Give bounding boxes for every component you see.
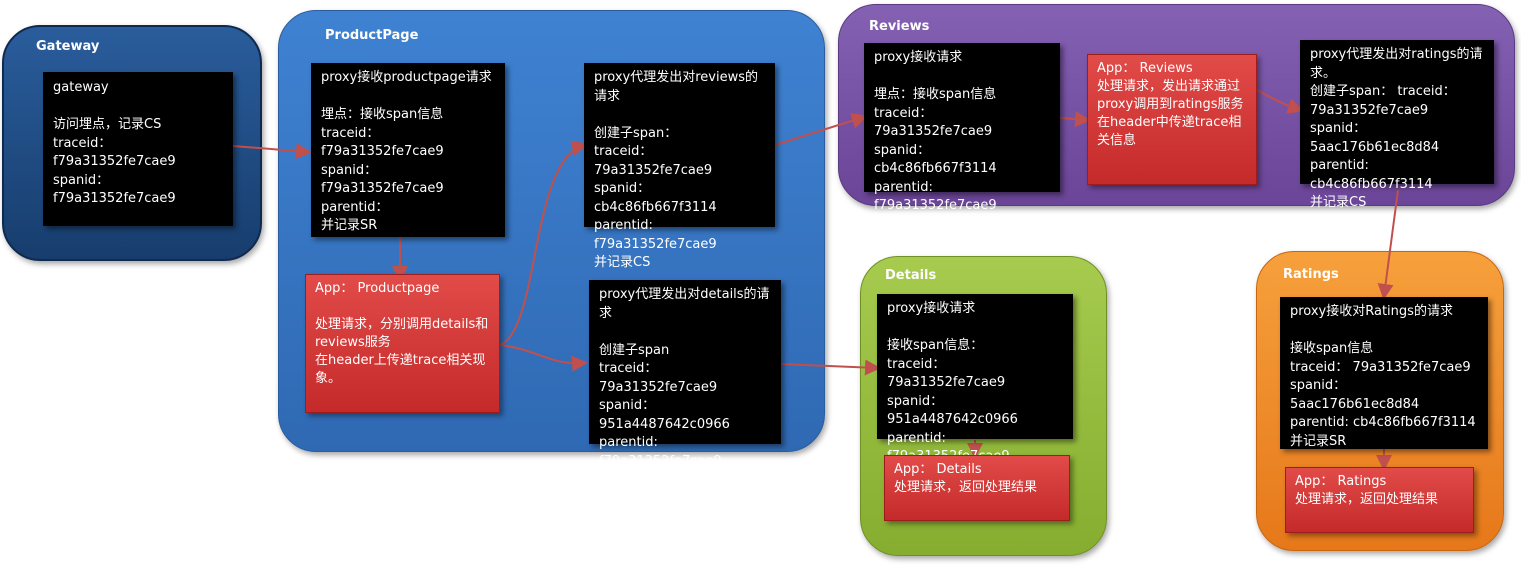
gateway-panel-title: Gateway — [36, 39, 100, 54]
ratings-app-box: App： Ratings 处理请求，返回处理结果 — [1285, 467, 1474, 533]
reviews-app-box: App： Reviews 处理请求，发出请求通过proxy调用到ratings服… — [1087, 54, 1257, 185]
details-app-box: App： Details 处理请求，返回处理结果 — [884, 455, 1070, 521]
details-panel-title: Details — [885, 268, 937, 283]
gateway-box: gateway 访问埋点，记录CS traceid：f79a31352fe7ca… — [43, 72, 233, 226]
productpage-proxy-reviews-box: proxy代理发出对reviews的请求 创建子span： traceid： 7… — [584, 63, 775, 270]
ratings-proxy-in-box: proxy接收对Ratings的请求 接收span信息 traceid： 79a… — [1280, 297, 1488, 449]
reviews-proxy-ratings-box: proxy代理发出对ratings的请求。 创建子span： traceid： … — [1300, 40, 1494, 210]
productpage-app-box: App： Productpage 处理请求，分别调用details和review… — [305, 274, 500, 413]
productpage-proxy-details-box: proxy代理发出对details的请求 创建子span traceid： 79… — [589, 280, 781, 487]
reviews-panel-title: Reviews — [869, 19, 930, 34]
productpage-panel-title: ProductPage — [325, 28, 419, 43]
details-proxy-in-box: proxy接收请求 接收span信息： traceid： 79a31352fe7… — [877, 294, 1073, 483]
reviews-proxy-in-box: proxy接收请求 埋点：接收span信息 traceid： 79a31352f… — [864, 43, 1060, 232]
productpage-proxy-in-box: proxy接收productpage请求 埋点：接收span信息 traceid… — [311, 63, 505, 237]
ratings-panel-title: Ratings — [1283, 267, 1339, 282]
